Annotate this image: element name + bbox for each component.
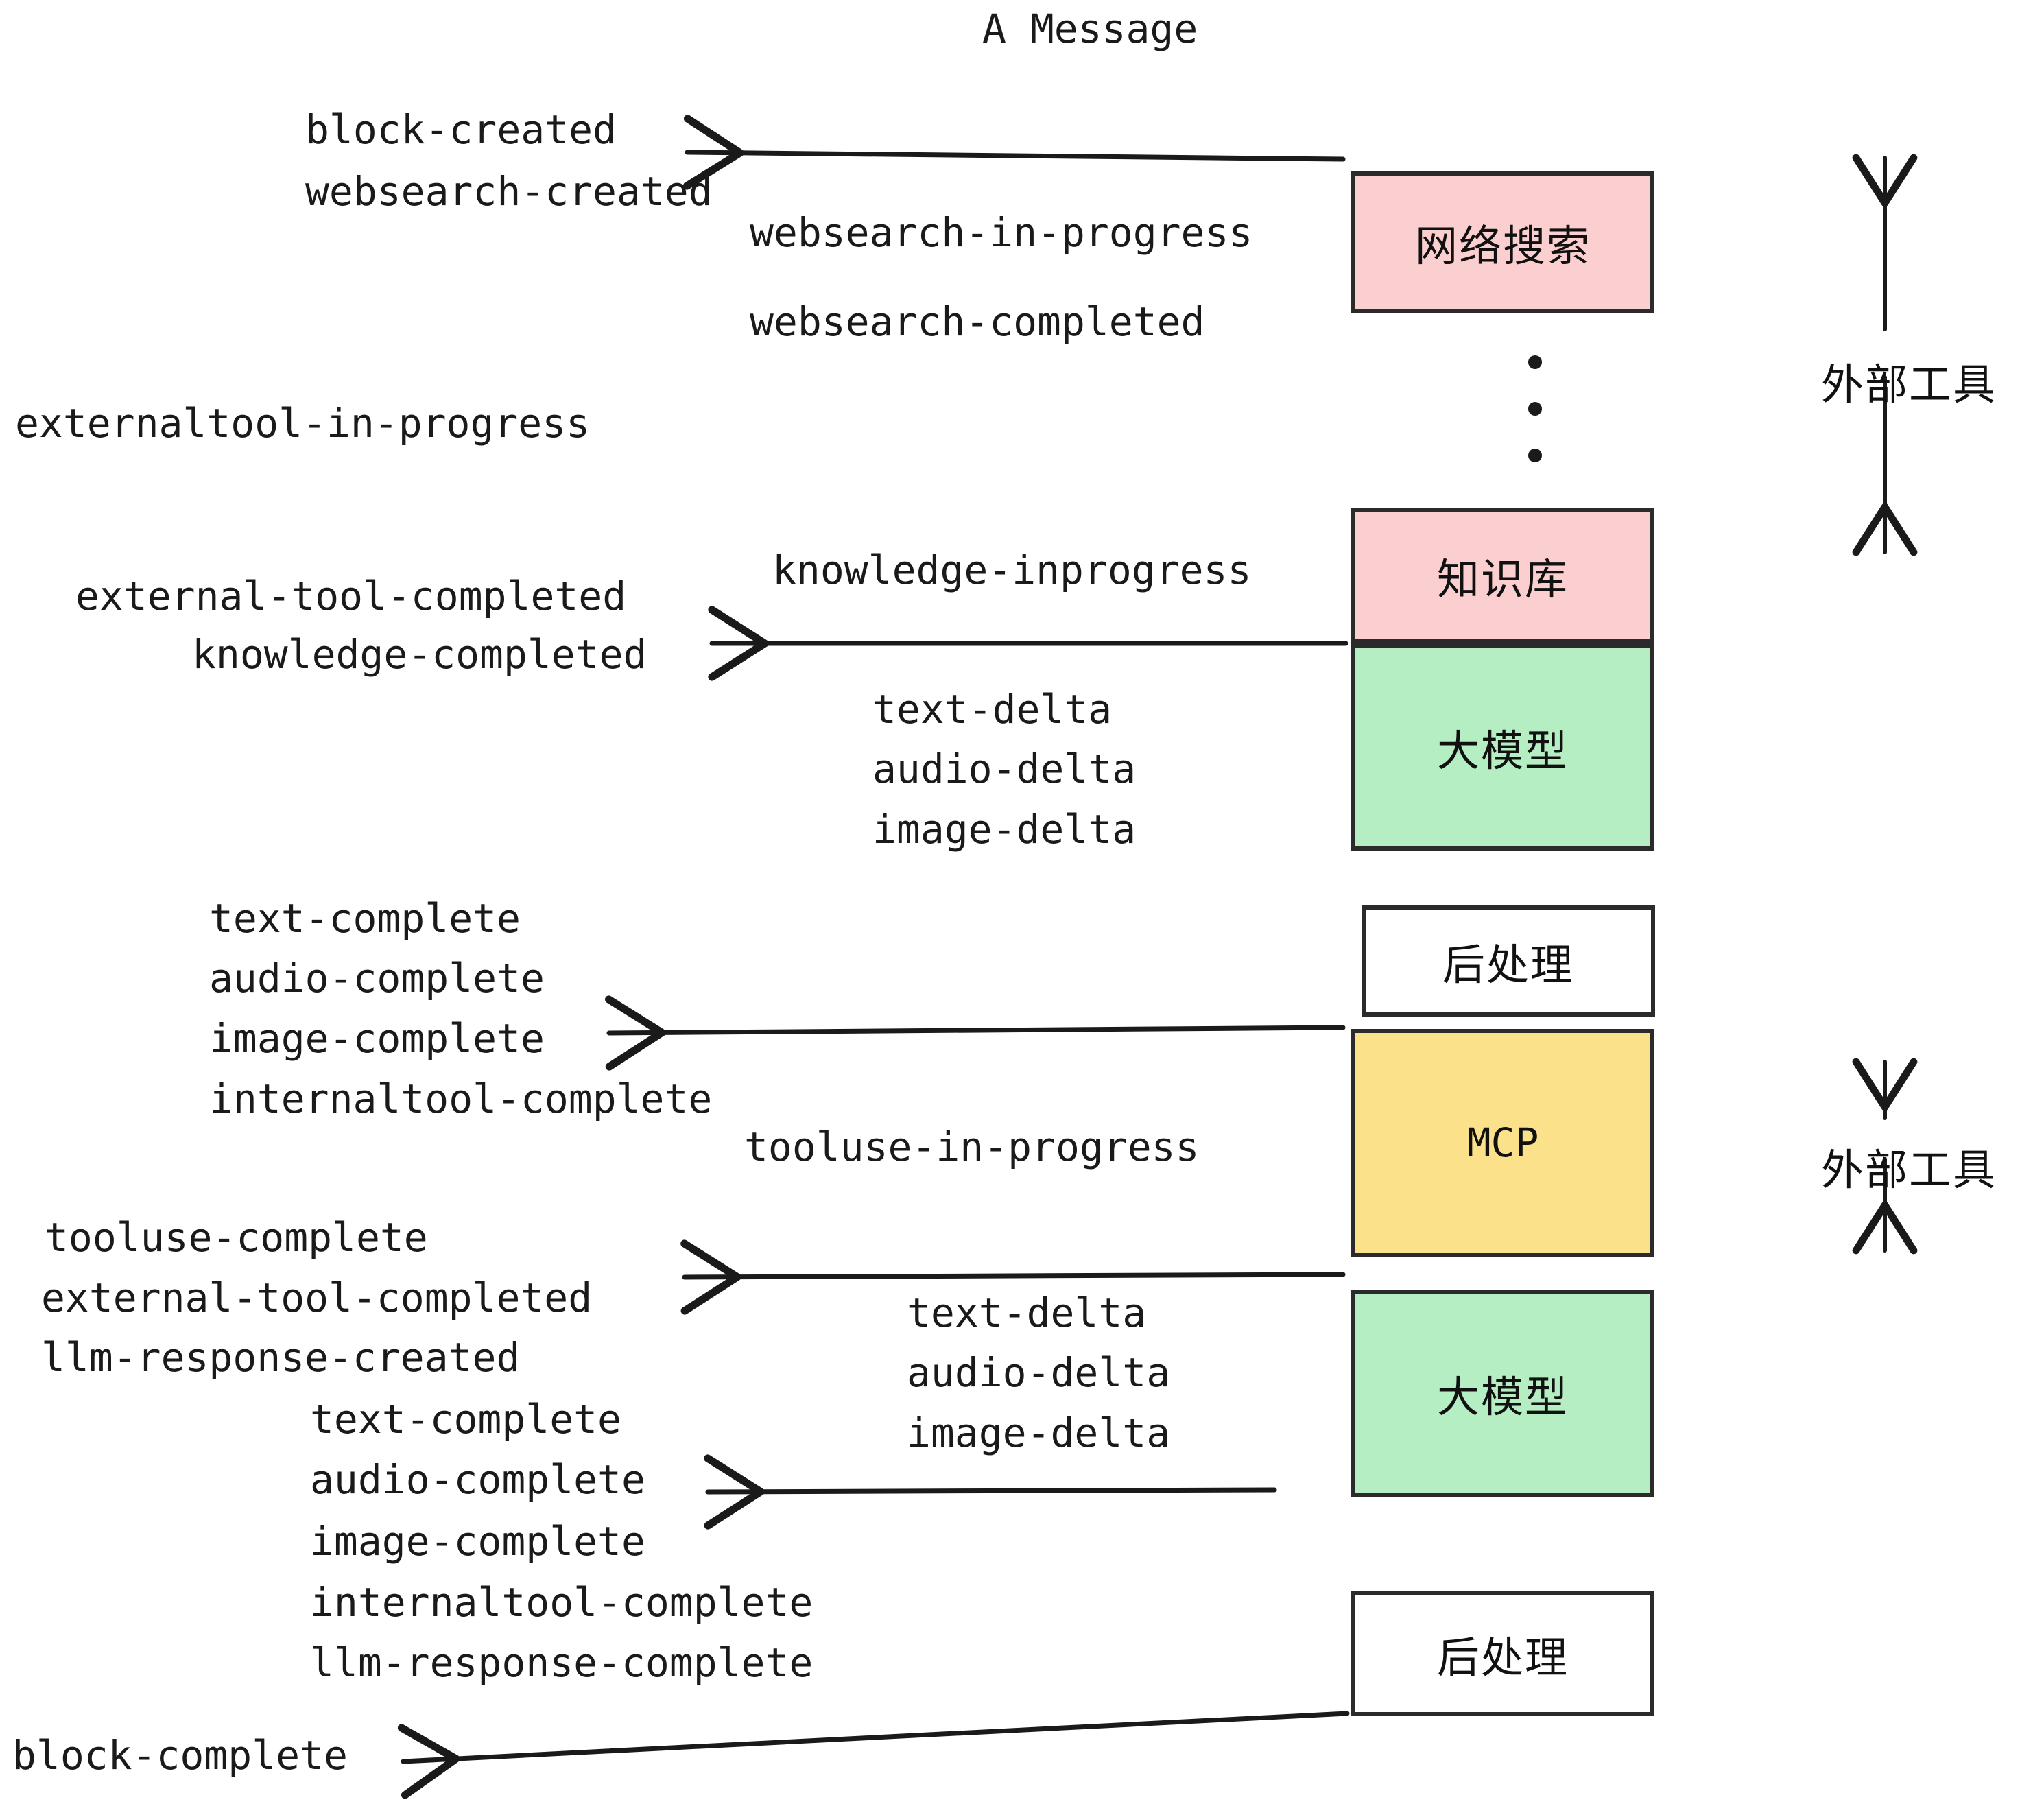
event-label-llm-response-created: llm-response-created (41, 1334, 521, 1381)
event-label-tooluse-complete: tooluse-complete (45, 1214, 428, 1261)
image-complete-arrow (605, 995, 1346, 1071)
event-label-externaltool-in-progress: externaltool-in-progress (15, 400, 591, 447)
ellipsis-dot (1528, 449, 1542, 462)
event-label-block-created: block-created (305, 106, 617, 153)
event-label-image-complete-2: image-complete (310, 1518, 645, 1565)
event-label-image-complete-1: image-complete (209, 1015, 545, 1062)
event-label-websearch-created: websearch-created (305, 168, 713, 215)
node-label: 大模型 (1436, 1372, 1569, 1422)
event-label-internaltool-complete-1: internaltool-complete (209, 1076, 713, 1122)
event-label-llm-response-complete: llm-response-complete (310, 1639, 813, 1686)
node-postprocess-top: 后处理 (1362, 905, 1655, 1017)
event-label-audio-delta-1: audio-delta (872, 746, 1137, 792)
event-label-websearch-in-progress: websearch-in-progress (750, 209, 1253, 256)
event-label-text-delta-2: text-delta (907, 1290, 1147, 1336)
node-mcp: MCP (1351, 1029, 1654, 1257)
node-llm-bottom: 大模型 (1351, 1290, 1654, 1497)
ellipsis-dot (1528, 402, 1542, 416)
group-label-external-tools-bottom: 外部工具 (1821, 1145, 1997, 1195)
node-postprocess-bottom: 后处理 (1351, 1591, 1654, 1716)
block-complete-arrow (397, 1711, 1350, 1799)
ellipsis-dot (1528, 355, 1542, 369)
event-label-internaltool-complete-2: internaltool-complete (310, 1579, 813, 1626)
event-label-image-delta-2: image-delta (907, 1410, 1171, 1456)
ellipsis-dots (1528, 355, 1542, 495)
node-llm-top: 大模型 (1351, 643, 1654, 851)
event-label-audio-complete-2: audio-complete (310, 1456, 645, 1503)
event-label-block-complete: block-complete (12, 1732, 348, 1779)
audio-complete-arrow (704, 1454, 1277, 1530)
event-label-image-delta-1: image-delta (872, 806, 1137, 853)
event-label-external-tool-completed-1: external-tool-completed (75, 573, 627, 619)
tooluse-complete-arrow (680, 1239, 1346, 1315)
event-label-websearch-completed: websearch-completed (750, 298, 1205, 345)
event-label-text-complete-2: text-complete (310, 1396, 621, 1443)
page-title: A Message (982, 5, 1198, 52)
node-label: 网络搜索 (1414, 221, 1591, 271)
event-label-text-delta-1: text-delta (872, 686, 1113, 733)
event-label-text-complete-1: text-complete (209, 895, 521, 942)
node-label: 后处理 (1436, 1633, 1569, 1683)
event-label-external-tool-completed-2: external-tool-completed (41, 1274, 593, 1321)
node-knowledge: 知识库 (1351, 508, 1654, 643)
group-label-external-tools-top: 外部工具 (1821, 359, 1997, 410)
node-label: MCP (1466, 1119, 1539, 1166)
node-label: 后处理 (1442, 940, 1574, 990)
node-label: 大模型 (1436, 726, 1569, 776)
event-label-audio-complete-1: audio-complete (209, 955, 545, 1001)
event-label-knowledge-completed: knowledge-completed (192, 631, 647, 678)
node-label: 知识库 (1436, 554, 1569, 604)
event-label-knowledge-inprogress: knowledge-inprogress (772, 547, 1252, 593)
block-created-arrow (682, 115, 1346, 190)
event-label-tooluse-in-progress: tooluse-in-progress (744, 1124, 1200, 1170)
node-websearch: 网络搜索 (1351, 171, 1654, 313)
event-label-audio-delta-2: audio-delta (907, 1349, 1171, 1396)
